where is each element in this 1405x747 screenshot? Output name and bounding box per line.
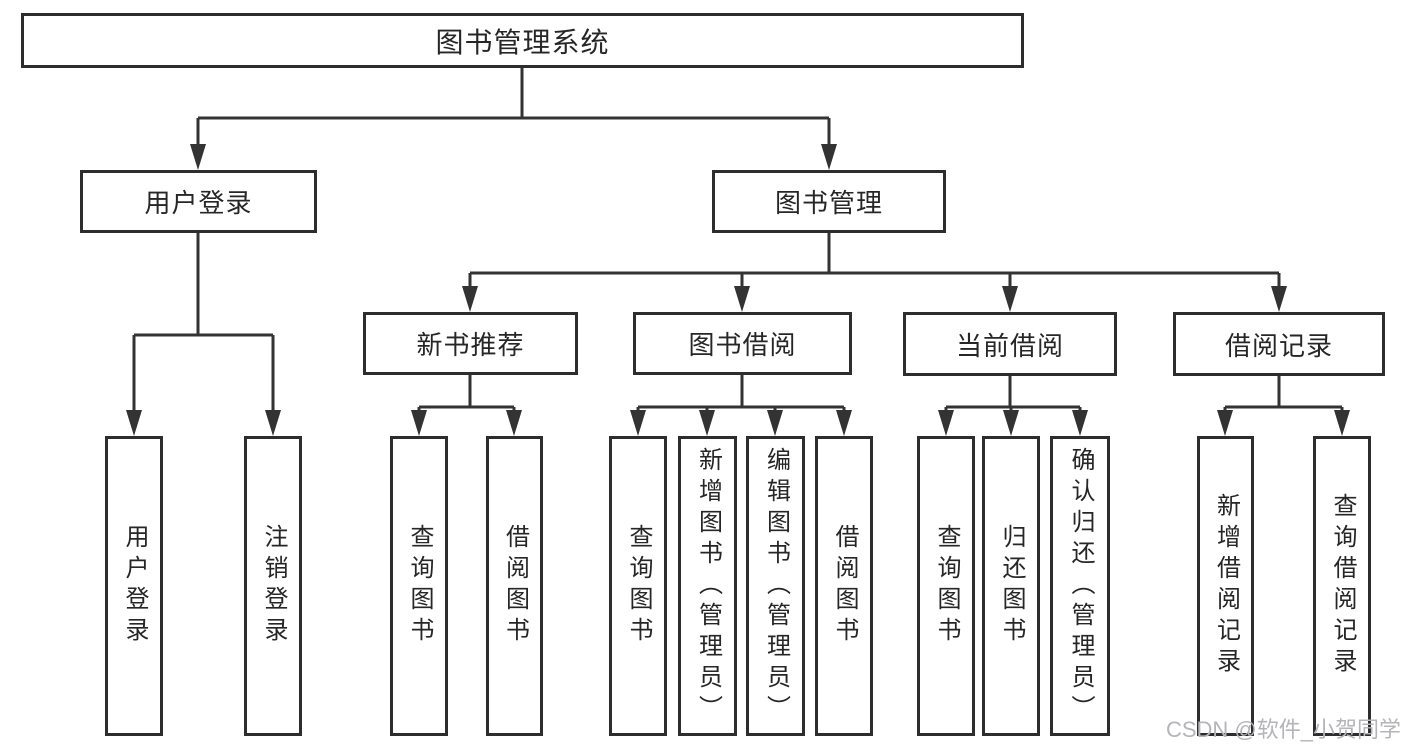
leaf-query-books-current: 查询图书 bbox=[917, 436, 975, 736]
leaf-add-borrow-record: 新增借阅记录 bbox=[1197, 436, 1254, 736]
node-user-login: 用户登录 bbox=[80, 170, 317, 233]
node-book-management: 图书管理 bbox=[712, 170, 946, 233]
node-book-borrow: 图书借阅 bbox=[633, 312, 852, 375]
node-new-book-recommend: 新书推荐 bbox=[363, 312, 578, 375]
csdn-watermark: CSDN @软件_小贺同学 bbox=[1165, 717, 1401, 742]
leaf-borrow-books: 借阅图书 bbox=[815, 436, 873, 736]
leaf-query-books-recommend: 查询图书 bbox=[390, 436, 448, 736]
node-borrow-records: 借阅记录 bbox=[1173, 312, 1385, 376]
leaf-query-books-borrow: 查询图书 bbox=[609, 436, 667, 736]
leaf-add-books-admin: 新增图书（管理员） bbox=[678, 436, 737, 736]
leaf-edit-books-admin: 编辑图书（管理员） bbox=[746, 436, 805, 736]
leaf-query-borrow-record: 查询借阅记录 bbox=[1313, 436, 1371, 736]
leaf-user-login: 用户登录 bbox=[105, 436, 163, 736]
leaf-borrow-books-recommend: 借阅图书 bbox=[486, 436, 543, 736]
node-root-system: 图书管理系统 bbox=[21, 13, 1024, 68]
leaf-logout: 注销登录 bbox=[244, 436, 302, 736]
leaf-confirm-return-admin: 确认归还（管理员） bbox=[1050, 436, 1110, 736]
leaf-return-books: 归还图书 bbox=[982, 436, 1040, 736]
node-current-borrow: 当前借阅 bbox=[903, 312, 1117, 376]
